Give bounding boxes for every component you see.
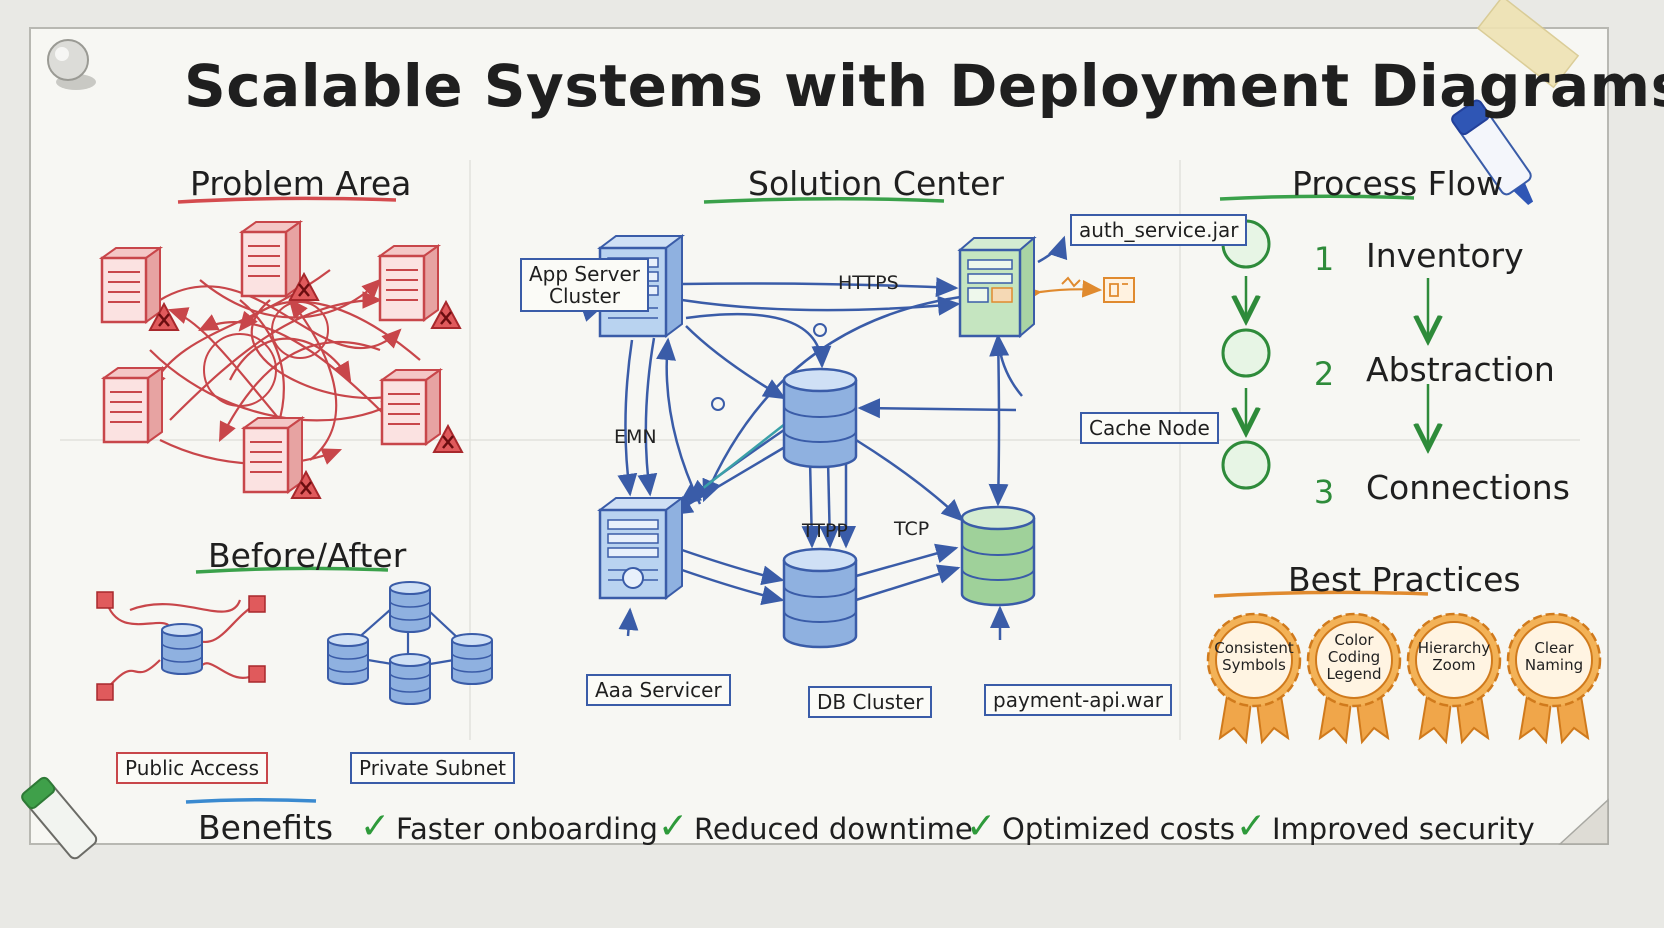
check-icon: ✓ [658,806,689,847]
db-cluster-label: DB Cluster [808,686,933,718]
config-file-icon [1103,277,1135,303]
practices-underline [1213,590,1429,598]
push-pin-icon [47,39,96,90]
benefits-label: Benefits [198,808,334,847]
public-db-icon [161,623,203,675]
cache-node-label: Cache Node [1080,412,1219,444]
step-label: Abstraction [1366,350,1555,389]
auth-server-node [958,236,1036,338]
step-number: 3 [1313,473,1335,511]
auth-service-label: auth_service.jar [1070,214,1248,246]
benefit-item: Improved security [1272,812,1535,846]
process-arrows [1246,276,1428,446]
solution-heading: Solution Center [748,164,1004,203]
step-number: 1 [1313,240,1335,278]
private-db-icon [389,653,431,705]
solution-underline [703,196,945,204]
benefit-item: Reduced downtime [694,812,973,846]
problem-underline [177,196,397,204]
benefits-underline [185,797,317,804]
private-db-icon [451,633,493,685]
payment-api-label: payment-api.war [984,684,1173,716]
beforeafter-heading: Before/After [208,536,407,575]
benefit-item: Optimized costs [1002,812,1235,846]
page-title: Scalable Systems with Deployment Diagram… [184,52,1664,120]
failed-server [100,246,162,324]
practices-heading: Best Practices [1288,560,1521,599]
central-db-node [782,367,858,469]
db-cluster-node [782,547,858,649]
step-number: 2 [1313,355,1335,393]
check-icon: ✓ [1236,806,1267,847]
https-label: HTTPS [838,272,899,294]
process-underline [1219,194,1415,201]
blue-marker-icon [1451,99,1534,206]
failed-server [380,368,442,446]
benefit-item: Faster onboarding [396,812,658,846]
problem-heading: Problem Area [190,164,412,203]
tcp-label: TCP [894,518,930,540]
process-heading: Process Flow [1292,164,1504,203]
failed-server [102,366,164,444]
process-steps [1221,219,1271,490]
private-db-icon [327,633,369,685]
private-db-icon [389,581,431,633]
payment-db-node [960,505,1036,607]
check-icon: ✓ [966,806,997,847]
step-label: Connections [1366,468,1570,507]
check-icon: ✓ [360,806,391,847]
private-subnet-label: Private Subnet [350,752,515,784]
app-servicer-label: Aaa Servicer [586,674,731,706]
emn-label: EMN [614,426,657,448]
failed-server [240,220,302,298]
app-server-cluster-label: App Server Cluster [520,258,650,312]
failed-server [242,416,304,494]
failed-server [378,244,440,322]
ttpp-label: TTPP [802,520,848,542]
paper-curl [1558,798,1609,845]
step-label: Inventory [1366,236,1524,275]
public-access-label: Public Access [116,752,269,784]
tape-icon [1476,0,1580,89]
green-marker-icon [21,776,98,860]
beforeafter-underline [195,566,389,574]
